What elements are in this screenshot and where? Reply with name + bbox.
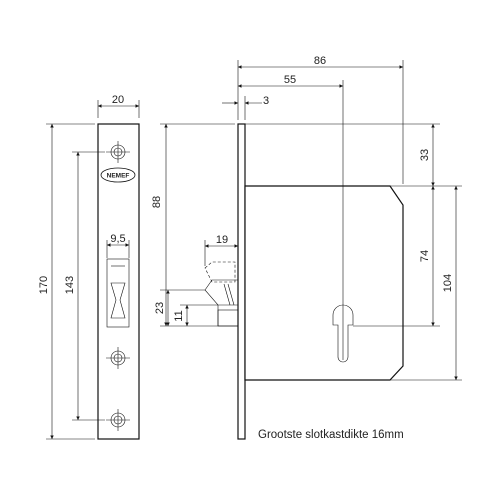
dim-latch-width: 9,5 xyxy=(106,233,130,258)
dim-screw-spacing: 143 xyxy=(64,151,105,421)
dim-label-screw-spacing: 143 xyxy=(64,276,76,294)
nemef-logo: NEMEF xyxy=(100,167,136,183)
caption-max-case-thickness: Grootste slotkastdikte 16mm xyxy=(258,429,404,441)
latch-opening xyxy=(106,258,130,328)
dim-label-faceplate-thickness: 3 xyxy=(263,95,269,107)
faceplate-side xyxy=(237,123,246,440)
screw-hole-middle xyxy=(106,347,130,369)
screw-hole-bottom xyxy=(106,409,130,431)
latch-bolt xyxy=(204,261,239,327)
brand-logo-text: NEMEF xyxy=(107,173,130,180)
dim-label-bolt-height-upper: 23 xyxy=(154,302,166,314)
dim-bolt-throw: 19 xyxy=(204,234,238,266)
dim-label-faceplate-height: 170 xyxy=(38,276,50,294)
screw-hole-top xyxy=(106,141,130,163)
dim-label-body-to-cylinder: 74 xyxy=(419,250,431,262)
dim-faceplate-thickness: 3 xyxy=(222,95,269,120)
dim-faceplate-width: 20 xyxy=(97,94,140,118)
dim-label-bolt-height-lower: 11 xyxy=(173,310,185,321)
dim-bolt-heights: 23 11 xyxy=(154,289,238,327)
lock-case xyxy=(244,185,404,381)
dim-faceplate-height: 170 xyxy=(38,123,95,440)
dim-total-depth: 86 xyxy=(237,55,404,184)
faceplate-front-view: NEMEF xyxy=(97,123,140,440)
dim-label-top-offset: 33 xyxy=(419,149,431,161)
dim-label-faceplate-width: 20 xyxy=(112,94,124,106)
dim-backset: 55 xyxy=(238,74,344,360)
dim-right-side: 33 74 104 xyxy=(245,123,462,381)
dim-label-total-depth: 86 xyxy=(314,55,326,67)
dim-label-bolt-throw: 19 xyxy=(216,234,228,246)
dim-top-to-cylinder: 88 xyxy=(151,123,235,326)
dim-label-case-height: 104 xyxy=(442,274,454,292)
dim-label-backset: 55 xyxy=(284,74,296,86)
dim-label-latch-width: 9,5 xyxy=(110,233,125,245)
dim-label-top-to-cylinder: 88 xyxy=(151,196,163,208)
cylinder-keyhole xyxy=(332,304,354,363)
lock-side-view xyxy=(204,123,404,440)
